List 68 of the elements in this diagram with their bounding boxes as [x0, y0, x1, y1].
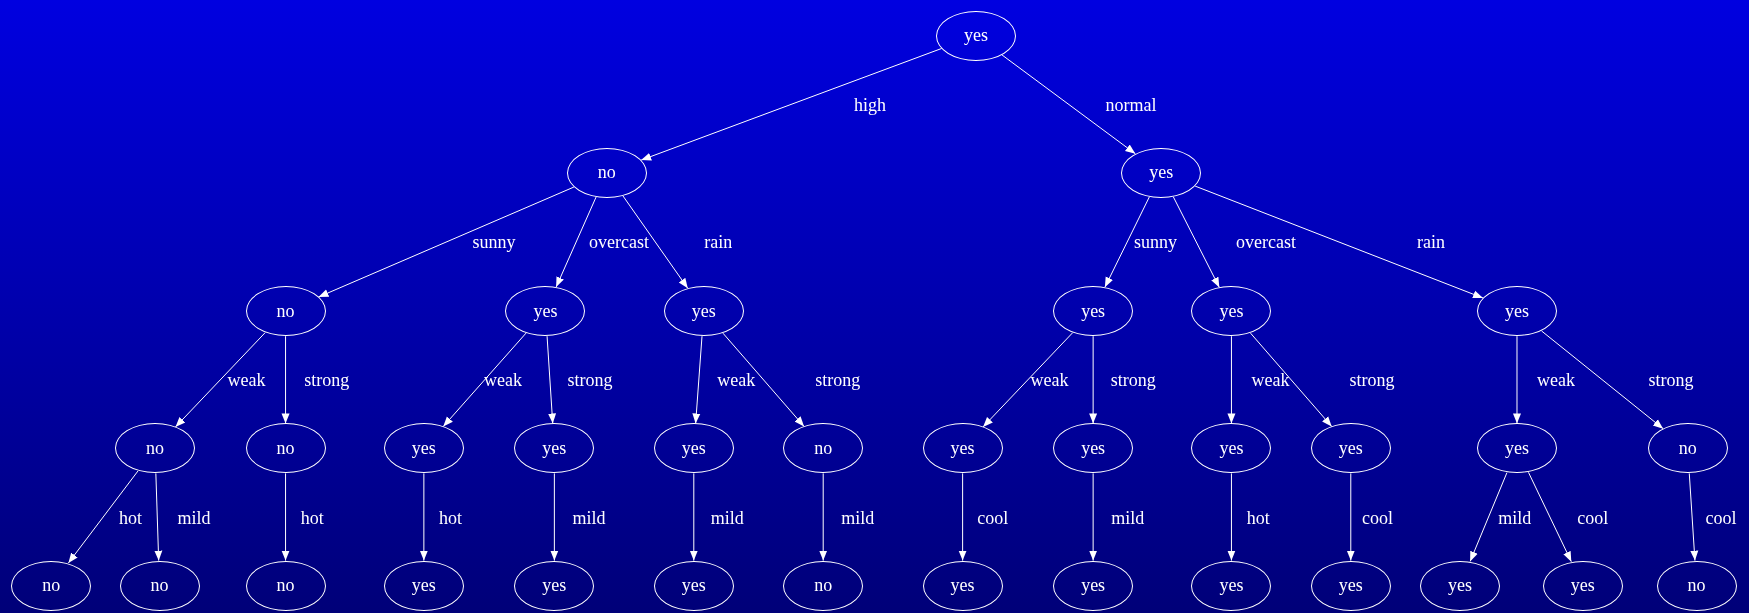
- arrow: [318, 186, 575, 298]
- arrow: [1528, 471, 1572, 563]
- arrow: [154, 472, 163, 562]
- edge-label: high: [854, 94, 887, 116]
- edge-label: strong: [1648, 369, 1694, 391]
- edge-label: hot: [1246, 507, 1270, 529]
- arrow: [1541, 330, 1664, 430]
- arrow: [1194, 185, 1484, 299]
- edge-label: hot: [119, 507, 142, 529]
- arrow: [281, 472, 290, 562]
- arrow: [1172, 196, 1220, 288]
- arrow: [1346, 472, 1355, 562]
- edge-label: mild: [1111, 507, 1145, 529]
- edge-label: mild: [177, 507, 211, 529]
- arrow: [640, 47, 943, 161]
- edge-label: hot: [300, 507, 324, 529]
- arrow: [819, 472, 828, 562]
- arrow: [982, 332, 1074, 428]
- edge-label: weak: [1251, 369, 1290, 391]
- edge-label: mild: [710, 507, 744, 529]
- arrow: [546, 335, 557, 424]
- edge-label: weak: [1537, 369, 1575, 391]
- arrow: [175, 332, 266, 428]
- arrow: [958, 472, 967, 562]
- edge-label: weak: [227, 369, 266, 391]
- arrow: [67, 470, 139, 564]
- edge-label: weak: [1030, 369, 1069, 391]
- edge-label: strong: [815, 369, 861, 391]
- edge-label: strong: [567, 369, 613, 391]
- arrow: [1104, 196, 1150, 288]
- arrow: [442, 332, 527, 428]
- arrow: [419, 472, 428, 562]
- arrow: [1089, 335, 1098, 424]
- arrow: [1227, 335, 1236, 424]
- arrow: [1513, 335, 1521, 424]
- arrow: [1227, 472, 1236, 562]
- edge-label: weak: [484, 369, 523, 391]
- arrow: [281, 335, 290, 424]
- edge-label: hot: [439, 507, 463, 529]
- edge-label: overcast: [1236, 231, 1296, 253]
- edge-label: weak: [717, 369, 756, 391]
- edge-label: mild: [572, 507, 606, 529]
- arrow: [1089, 472, 1098, 562]
- arrow: [555, 196, 597, 288]
- edge-label: strong: [1349, 369, 1395, 391]
- arrow: [1469, 472, 1508, 562]
- edge-label: cool: [1705, 507, 1737, 529]
- edge-label: rain: [704, 231, 733, 253]
- arrow: [722, 332, 805, 427]
- edge-label: strong: [1110, 369, 1156, 391]
- arrow: [689, 472, 698, 562]
- edge-label: cool: [1362, 507, 1394, 529]
- edge-label: strong: [304, 369, 350, 391]
- arrow: [550, 472, 559, 562]
- edge-label: rain: [1417, 231, 1446, 253]
- arrow: [1688, 472, 1699, 562]
- arrow: [692, 335, 703, 424]
- arrow: [622, 195, 689, 289]
- edge-label: cool: [977, 507, 1009, 529]
- edge-label: cool: [1577, 507, 1609, 529]
- edge-label: mild: [1498, 507, 1532, 529]
- edge-label: overcast: [589, 231, 650, 253]
- edge-label: mild: [841, 507, 875, 529]
- arrow: [1001, 54, 1136, 155]
- edge-label: normal: [1105, 94, 1157, 116]
- edge-label: sunny: [472, 231, 516, 253]
- arrow: [1250, 332, 1333, 427]
- edge-label: sunny: [1134, 231, 1178, 253]
